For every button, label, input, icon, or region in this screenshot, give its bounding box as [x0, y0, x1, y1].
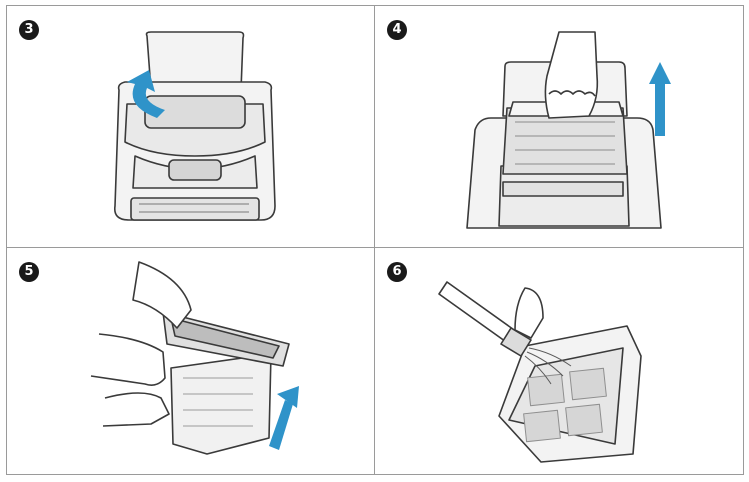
step-panel-6: 6: [374, 247, 744, 475]
step-panel-4: 4: [374, 5, 744, 249]
step-number-badge: 6: [387, 262, 407, 282]
step-panel-3: 3: [6, 5, 376, 249]
lift-filter-basket-illustration: [466, 31, 671, 229]
step-number-badge: 5: [19, 262, 39, 282]
rinse-water-icon: [524, 347, 572, 385]
rinse-filter-illustration: [438, 281, 642, 463]
lift-up-arrow-icon: [649, 62, 671, 136]
instruction-sheet: 3 4: [6, 5, 744, 475]
remove-up-arrow-icon: [269, 386, 299, 450]
open-lid-curved-arrow-icon: [127, 70, 165, 118]
step-panel-5: 5: [6, 247, 376, 475]
step-number-badge: 3: [19, 20, 39, 40]
step-number-badge: 4: [387, 20, 407, 40]
remove-filter-illustration: [90, 261, 299, 455]
robot-lid-open-illustration: [113, 31, 276, 221]
